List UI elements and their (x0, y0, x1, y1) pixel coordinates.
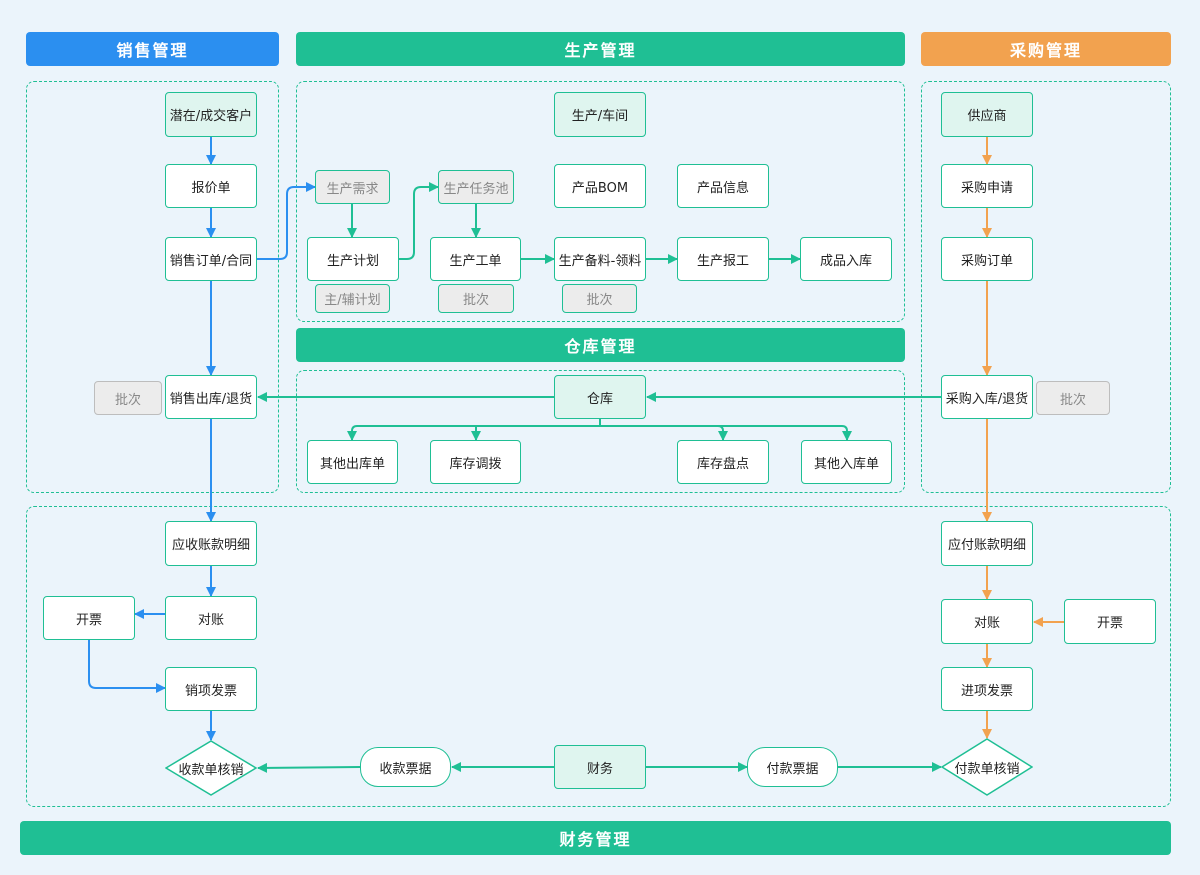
node-other-inbound: 其他入库单 (801, 440, 892, 484)
node-receivable-detail: 应收账款明细 (165, 521, 257, 566)
node-purchase-batch: 批次 (1036, 381, 1110, 415)
node-payment-verify: 付款单核销 (941, 738, 1033, 796)
header-sales: 销售管理 (26, 32, 279, 66)
diamond-shape (165, 740, 257, 796)
node-prod-report: 生产报工 (677, 237, 769, 281)
node-work-order-batch: 批次 (438, 284, 514, 313)
node-material-prep: 生产备料-领料 (554, 237, 646, 281)
node-sales-invoice: 销项发票 (165, 667, 257, 711)
node-supplier: 供应商 (941, 92, 1033, 137)
node-receipt-bill: 收款票据 (360, 747, 451, 787)
node-warehouse: 仓库 (554, 375, 646, 419)
region-purchase (921, 81, 1171, 493)
node-purchase-reconcile: 对账 (941, 599, 1033, 644)
node-material-batch: 批次 (562, 284, 637, 313)
node-purchase-invoicing: 开票 (1064, 599, 1156, 644)
node-purchase-inbound: 采购入库/退货 (941, 375, 1033, 419)
header-purchase: 采购管理 (921, 32, 1171, 66)
node-prod-task-pool: 生产任务池 (438, 170, 514, 204)
node-sales-order: 销售订单/合同 (165, 237, 257, 281)
header-production: 生产管理 (296, 32, 905, 66)
node-prod-demand: 生产需求 (315, 170, 390, 204)
region-warehouse (296, 370, 905, 493)
diamond-shape (941, 738, 1033, 796)
node-receipt-verify-label: 收款单核销 (178, 762, 244, 778)
node-product-info: 产品信息 (677, 164, 769, 208)
header-finance: 财务管理 (20, 821, 1171, 855)
node-purchase-request: 采购申请 (941, 164, 1033, 208)
node-workshop: 生产/车间 (554, 92, 646, 137)
node-prod-plan: 生产计划 (307, 237, 399, 281)
node-payment-verify-label: 付款单核销 (954, 761, 1020, 777)
node-finance: 财务 (554, 745, 646, 789)
node-purchase-invoice: 进项发票 (941, 667, 1033, 711)
region-finance (26, 506, 1171, 807)
node-potential-customer: 潜在/成交客户 (165, 92, 257, 137)
node-stock-check: 库存盘点 (677, 440, 769, 484)
node-purchase-order: 采购订单 (941, 237, 1033, 281)
node-payment-bill: 付款票据 (747, 747, 838, 787)
node-stock-transfer: 库存调拨 (430, 440, 521, 484)
header-warehouse: 仓库管理 (296, 328, 905, 362)
node-work-order: 生产工单 (430, 237, 521, 281)
node-other-outbound: 其他出库单 (307, 440, 398, 484)
node-product-bom: 产品BOM (554, 164, 646, 208)
node-sales-invoicing: 开票 (43, 596, 135, 640)
node-sales-outbound: 销售出库/退货 (165, 375, 257, 419)
node-sales-reconcile: 对账 (165, 596, 257, 640)
node-finished-inbound: 成品入库 (800, 237, 892, 281)
node-sales-batch: 批次 (94, 381, 162, 415)
node-main-aux-plan: 主/辅计划 (315, 284, 390, 313)
region-sales (26, 81, 279, 493)
node-receipt-verify: 收款单核销 (165, 740, 257, 796)
node-quotation: 报价单 (165, 164, 257, 208)
node-payable-detail: 应付账款明细 (941, 521, 1033, 566)
